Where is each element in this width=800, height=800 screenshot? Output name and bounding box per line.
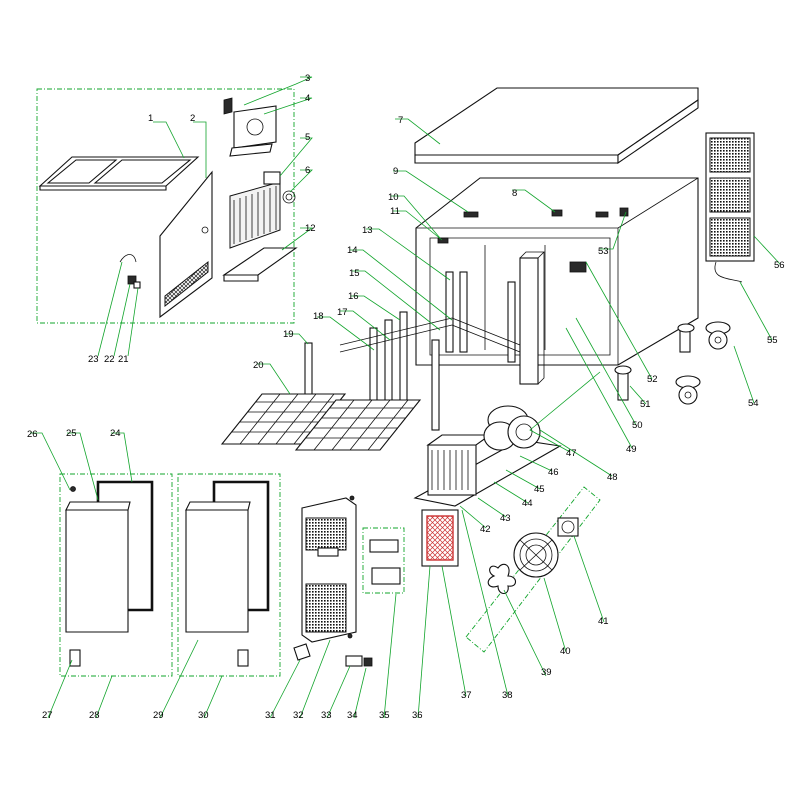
callout-25: 25 bbox=[66, 428, 77, 439]
callout-17: 17 bbox=[337, 307, 348, 318]
callout-33: 33 bbox=[321, 710, 332, 721]
callout-38: 38 bbox=[502, 690, 513, 701]
callout-28: 28 bbox=[89, 710, 100, 721]
callout-8: 8 bbox=[512, 188, 517, 199]
callout-53: 53 bbox=[598, 246, 609, 257]
callout-11: 11 bbox=[390, 206, 400, 217]
condenser-grill bbox=[705, 132, 755, 283]
callout-44: 44 bbox=[522, 498, 533, 509]
callout-10: 10 bbox=[388, 192, 399, 203]
fan-cover-part bbox=[223, 97, 277, 157]
controller-parts bbox=[345, 539, 401, 667]
callout-13: 13 bbox=[362, 225, 373, 236]
callout-55: 55 bbox=[767, 335, 778, 346]
shelf-frame bbox=[38, 156, 200, 191]
callout-51: 51 bbox=[640, 399, 651, 410]
compressor-unit bbox=[413, 405, 562, 507]
callout-30: 30 bbox=[198, 710, 209, 721]
callout-43: 43 bbox=[500, 513, 511, 524]
callout-5: 5 bbox=[305, 132, 310, 143]
leader-lines bbox=[30, 76, 781, 719]
callout-27: 27 bbox=[42, 710, 53, 721]
evaporator-coil bbox=[229, 171, 296, 249]
wire-shelves bbox=[220, 393, 422, 451]
callout-31: 31 bbox=[265, 710, 276, 721]
callout-32: 32 bbox=[293, 710, 304, 721]
callout-50: 50 bbox=[632, 420, 643, 431]
shelf-supports bbox=[304, 271, 521, 431]
callout-14: 14 bbox=[347, 245, 358, 256]
callout-54: 54 bbox=[748, 398, 759, 409]
callout-23: 23 bbox=[88, 354, 99, 365]
callout-9: 9 bbox=[393, 166, 398, 177]
control-panel bbox=[293, 495, 357, 661]
callout-2: 2 bbox=[190, 113, 195, 124]
callout-24: 24 bbox=[110, 428, 121, 439]
sensor-wire bbox=[119, 254, 141, 289]
callout-47: 47 bbox=[566, 448, 577, 459]
brackets bbox=[437, 207, 629, 273]
callout-1: 1 bbox=[148, 113, 153, 124]
callout-56: 56 bbox=[774, 260, 785, 271]
filter-panel bbox=[421, 509, 459, 567]
drip-tray bbox=[222, 247, 298, 282]
callout-46: 46 bbox=[548, 467, 559, 478]
fan-motor-set bbox=[487, 517, 579, 595]
callout-41: 41 bbox=[598, 616, 609, 627]
callout-42: 42 bbox=[480, 524, 491, 535]
callout-18: 18 bbox=[313, 311, 324, 322]
callout-16: 16 bbox=[348, 291, 359, 302]
callout-6: 6 bbox=[305, 165, 310, 176]
callout-39: 39 bbox=[541, 667, 552, 678]
callout-40: 40 bbox=[560, 646, 571, 657]
callout-29: 29 bbox=[153, 710, 164, 721]
callout-36: 36 bbox=[412, 710, 423, 721]
callout-3: 3 bbox=[305, 73, 310, 84]
callout-19: 19 bbox=[283, 329, 294, 340]
door-left bbox=[65, 480, 154, 667]
callout-26: 26 bbox=[27, 429, 38, 440]
callout-22: 22 bbox=[104, 354, 115, 365]
castors bbox=[614, 321, 731, 405]
callout-labels: 1 2 3 4 5 6 7 8 9 10 11 12 13 14 15 16 1… bbox=[27, 73, 785, 721]
callout-20: 20 bbox=[253, 360, 264, 371]
callout-4: 4 bbox=[305, 93, 310, 104]
worktop bbox=[414, 87, 699, 165]
callout-35: 35 bbox=[379, 710, 390, 721]
side-panel bbox=[159, 170, 213, 319]
callout-21: 21 bbox=[118, 354, 129, 365]
callout-49: 49 bbox=[626, 444, 637, 455]
cabinet-body bbox=[415, 177, 699, 385]
callout-34: 34 bbox=[347, 710, 358, 721]
callout-12: 12 bbox=[305, 223, 316, 234]
callout-48: 48 bbox=[607, 472, 618, 483]
door-right bbox=[185, 480, 270, 667]
callout-52: 52 bbox=[647, 374, 658, 385]
callout-7: 7 bbox=[398, 115, 403, 126]
callout-37: 37 bbox=[461, 690, 472, 701]
callout-15: 15 bbox=[349, 268, 360, 279]
callout-45: 45 bbox=[534, 484, 545, 495]
